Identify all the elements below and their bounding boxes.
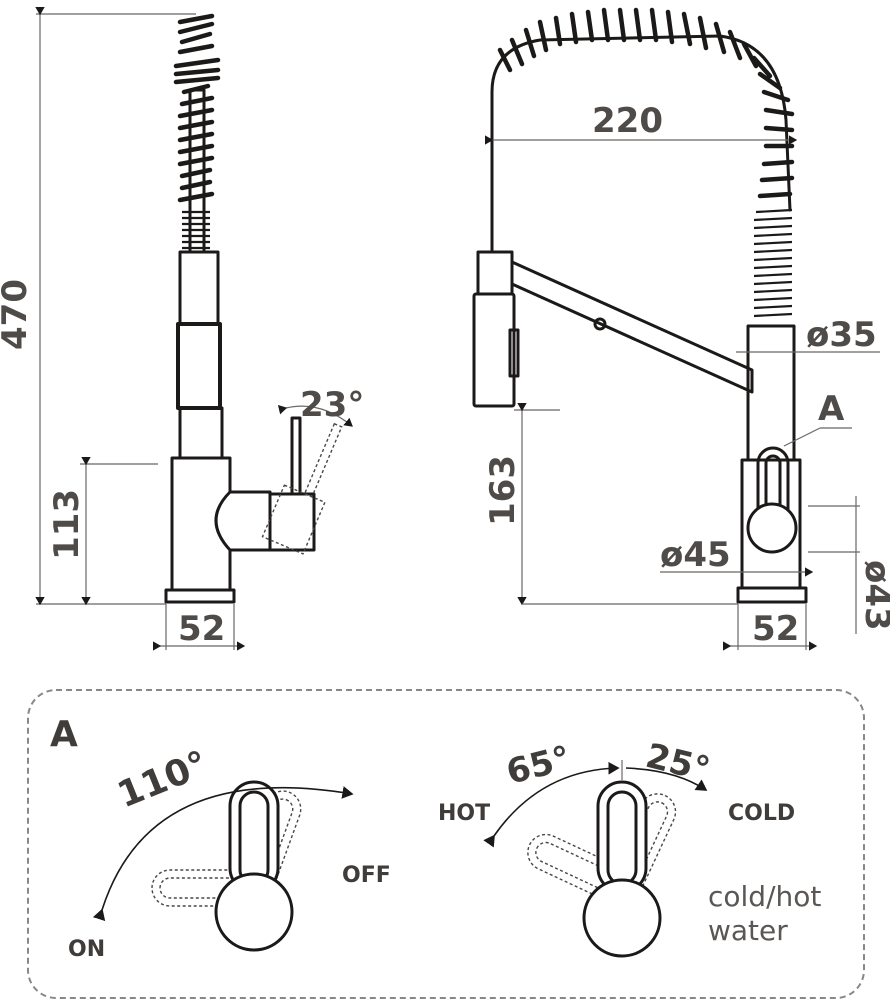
cold-label: COLD: [728, 801, 795, 826]
body-height-label: 113: [47, 489, 87, 560]
on-off-angle-label: 110°: [112, 743, 214, 816]
front-handle-knob: [746, 502, 798, 554]
note-line1: cold/hot: [708, 880, 821, 913]
side-handle-angle-label: 23°: [300, 385, 364, 425]
height-total-label: 470: [0, 279, 35, 350]
side-spout-neck: [178, 406, 224, 460]
off-label: OFF: [342, 863, 391, 888]
side-handle-lever: [290, 416, 302, 496]
reach-label: 220: [592, 101, 663, 141]
side-spray-head: [178, 250, 220, 326]
view-marker-label: A: [818, 389, 845, 429]
diameter-body-label: ø45: [660, 535, 731, 575]
front-view: 220 ø35 A 163 ø45 ø43 52: [472, 7, 890, 651]
side-base: [164, 588, 236, 604]
detail-title: A: [50, 714, 78, 755]
spout-height-label: 163: [483, 455, 523, 526]
front-base: [736, 586, 808, 604]
on-off-knob: [214, 872, 294, 952]
side-spray-collar: [176, 322, 222, 410]
hot-label: HOT: [438, 801, 490, 826]
hot-cold-diagram: 65° 25° HOT COLD cold/hot water: [438, 736, 821, 958]
base-front-label: 52: [752, 609, 799, 649]
side-handle-rotated: [261, 422, 343, 555]
side-handle-joint: [214, 490, 232, 552]
detail-a-panel: A 110° ON OFF: [27, 689, 865, 999]
on-label: ON: [68, 937, 105, 962]
side-handle-cap: [268, 492, 316, 552]
front-body-column: [746, 324, 796, 462]
front-spray-head: [476, 250, 514, 296]
side-body: [170, 456, 272, 592]
diameter-base-label: ø43: [857, 560, 890, 631]
cold-angle-label: 25°: [642, 736, 714, 790]
note-line2: water: [708, 914, 788, 947]
front-spout-arm: [510, 260, 754, 394]
side-view: 23° 470 113 52: [0, 6, 364, 651]
side-spring-coil: [173, 13, 221, 254]
on-off-diagram: 110° ON OFF: [68, 743, 391, 962]
front-spring-coil: [497, 7, 795, 318]
diameter-spring-label: ø35: [806, 315, 877, 355]
front-spout-tube: [490, 34, 792, 252]
base-side-label: 52: [178, 609, 225, 649]
hot-angle-label: 65°: [503, 738, 575, 792]
hot-cold-knob: [582, 878, 662, 958]
front-spray-nozzle: [472, 292, 516, 408]
